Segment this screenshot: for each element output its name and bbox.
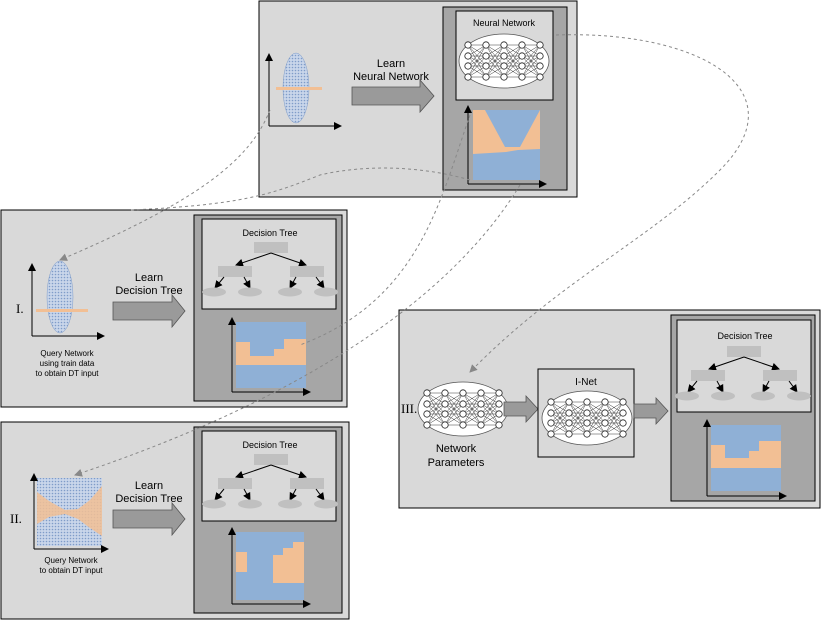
nn-decision-boundary — [464, 105, 547, 188]
panel-ii: II. Query Network to obtain DT input Lea… — [0, 421, 350, 620]
panel-i-caption-1: Query Network — [40, 349, 94, 358]
learn-nn-label-1: Learn — [377, 58, 405, 70]
panel-iii-roman: III. — [401, 401, 417, 416]
panel-iii: III. Network Parameters I-Net Decision T… — [398, 309, 821, 509]
training-data-scatter — [265, 52, 342, 130]
connector-data-to-panel-i — [59, 109, 271, 261]
panel-i-tree-title: Decision Tree — [242, 228, 297, 238]
inet-to-tree-arrow — [633, 396, 669, 426]
learn-nn-arrow: Learn Neural Network — [351, 58, 435, 114]
network-parameters-label-1: Network — [436, 443, 477, 455]
panel-ii-dt-boundary — [228, 527, 311, 608]
network-parameters-label-2: Parameters — [428, 457, 485, 469]
neural-network-icon — [458, 33, 550, 89]
inet-network-icon — [541, 390, 633, 446]
connector-nn-to-panel-i-b — [299, 114, 471, 346]
panel-i-learn-label-2: Decision Tree — [115, 285, 182, 297]
panel-ii-query-grid — [30, 473, 109, 553]
params-to-inet-arrow — [503, 394, 539, 424]
panel-iii-tree-title: Decision Tree — [717, 331, 772, 341]
connector-nn-to-panel-i-a — [129, 167, 471, 211]
network-parameters-icon — [417, 381, 509, 437]
panel-i: I. Query Network using train data to obt… — [0, 209, 348, 408]
top-panel: Learn Neural Network Neural Network — [258, 0, 578, 198]
learn-nn-label-2: Neural Network — [353, 71, 429, 83]
panel-i-learn-label-1: Learn — [135, 272, 163, 284]
panel-ii-learn-label-1: Learn — [135, 480, 163, 492]
connector-nn-to-panel-ii — [74, 184, 521, 477]
panel-i-dt-boundary — [228, 317, 311, 396]
panel-ii-learn-label-2: Decision Tree — [115, 493, 182, 505]
panel-ii-caption-1: Query Network — [44, 556, 98, 565]
panel-i-caption-3: to obtain DT input — [35, 369, 99, 378]
panel-i-learn-arrow: Learn Decision Tree — [112, 272, 186, 329]
panel-ii-caption-2: to obtain DT input — [39, 566, 103, 575]
panel-i-caption-2: using train data — [40, 359, 95, 368]
connector-nn-to-panel-iii — [469, 34, 749, 373]
panel-i-query-scatter — [28, 260, 105, 340]
panel-i-roman: I. — [16, 301, 24, 316]
inet-title: I-Net — [575, 377, 597, 388]
panel-ii-tree-title: Decision Tree — [242, 440, 297, 450]
panel-ii-roman: II. — [10, 511, 22, 526]
nn-title: Neural Network — [473, 18, 536, 28]
panel-iii-dt-boundary — [703, 419, 787, 500]
dashed-connectors — [59, 34, 749, 477]
panel-ii-learn-arrow: Learn Decision Tree — [112, 480, 186, 537]
